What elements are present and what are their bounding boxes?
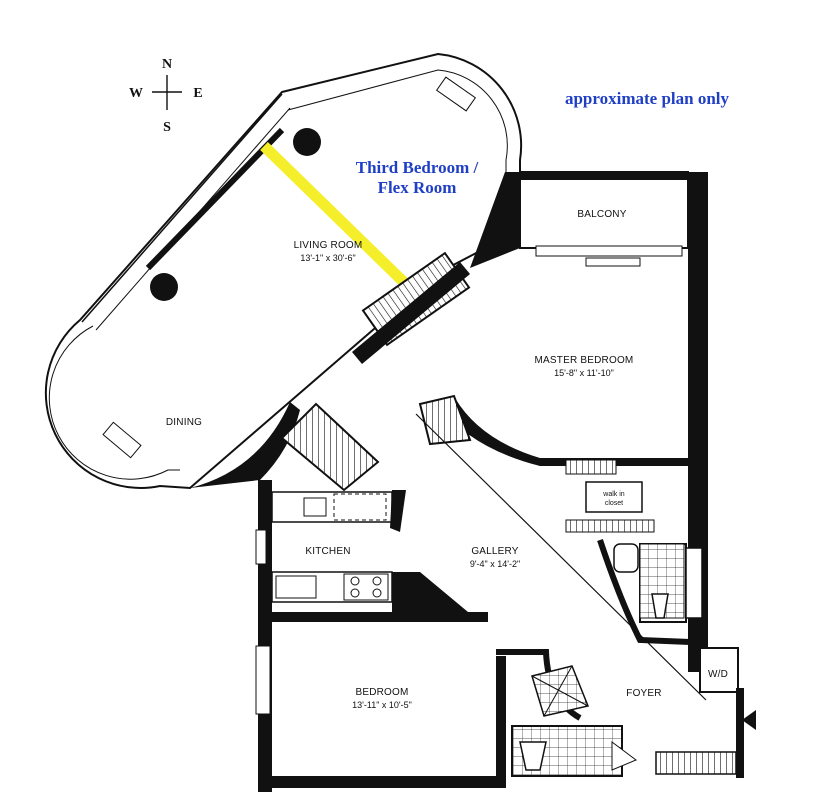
compass-north: N bbox=[162, 57, 172, 72]
walk-in-closet-label-line1: walk in bbox=[602, 491, 625, 498]
compass-east: E bbox=[193, 86, 202, 101]
balcony-name: BALCONY bbox=[577, 209, 626, 220]
walk-in-closet-label-line2: closet bbox=[605, 500, 623, 507]
flex-room-label-line2: Flex Room bbox=[378, 178, 457, 197]
kitchen-name: KITCHEN bbox=[305, 546, 350, 557]
living-dining-capsule bbox=[44, 52, 523, 490]
window-sill bbox=[435, 76, 477, 112]
master-bedroom-dims: 15'-8" x 11'-10" bbox=[554, 368, 614, 378]
bedroom-dims: 13'-11" x 10'-5" bbox=[352, 700, 412, 710]
gallery-name: GALLERY bbox=[471, 546, 518, 557]
east-wall bbox=[688, 172, 756, 778]
compass-west: W bbox=[129, 86, 143, 101]
kitchen bbox=[190, 402, 468, 614]
bedroom-name: BEDROOM bbox=[355, 687, 408, 698]
wd-name: W/D bbox=[708, 669, 728, 680]
compass-south: S bbox=[163, 120, 171, 135]
window-sill bbox=[102, 421, 142, 459]
master-bath-and-closet bbox=[440, 398, 703, 645]
foyer-name: FOYER bbox=[626, 688, 661, 699]
living-closets bbox=[352, 172, 520, 364]
column bbox=[150, 273, 178, 301]
balcony bbox=[519, 171, 689, 267]
living-room-dims: 13'-1" x 30'-6" bbox=[300, 253, 355, 263]
gallery-dims: 9'-4" x 14'-2" bbox=[470, 559, 520, 569]
living-room-name: LIVING ROOM bbox=[294, 240, 363, 251]
flex-room-label-line1: Third Bedroom / bbox=[356, 158, 479, 177]
plan-note: approximate plan only bbox=[565, 89, 730, 108]
master-small-closet bbox=[418, 394, 472, 446]
second-bath bbox=[415, 413, 737, 777]
bedroom bbox=[255, 612, 506, 792]
compass: N S E W bbox=[129, 57, 203, 135]
flex-room-divider-highlight bbox=[260, 142, 422, 300]
column bbox=[293, 128, 321, 156]
master-bedroom-name: MASTER BEDROOM bbox=[535, 355, 634, 366]
dining-name: DINING bbox=[166, 417, 202, 428]
